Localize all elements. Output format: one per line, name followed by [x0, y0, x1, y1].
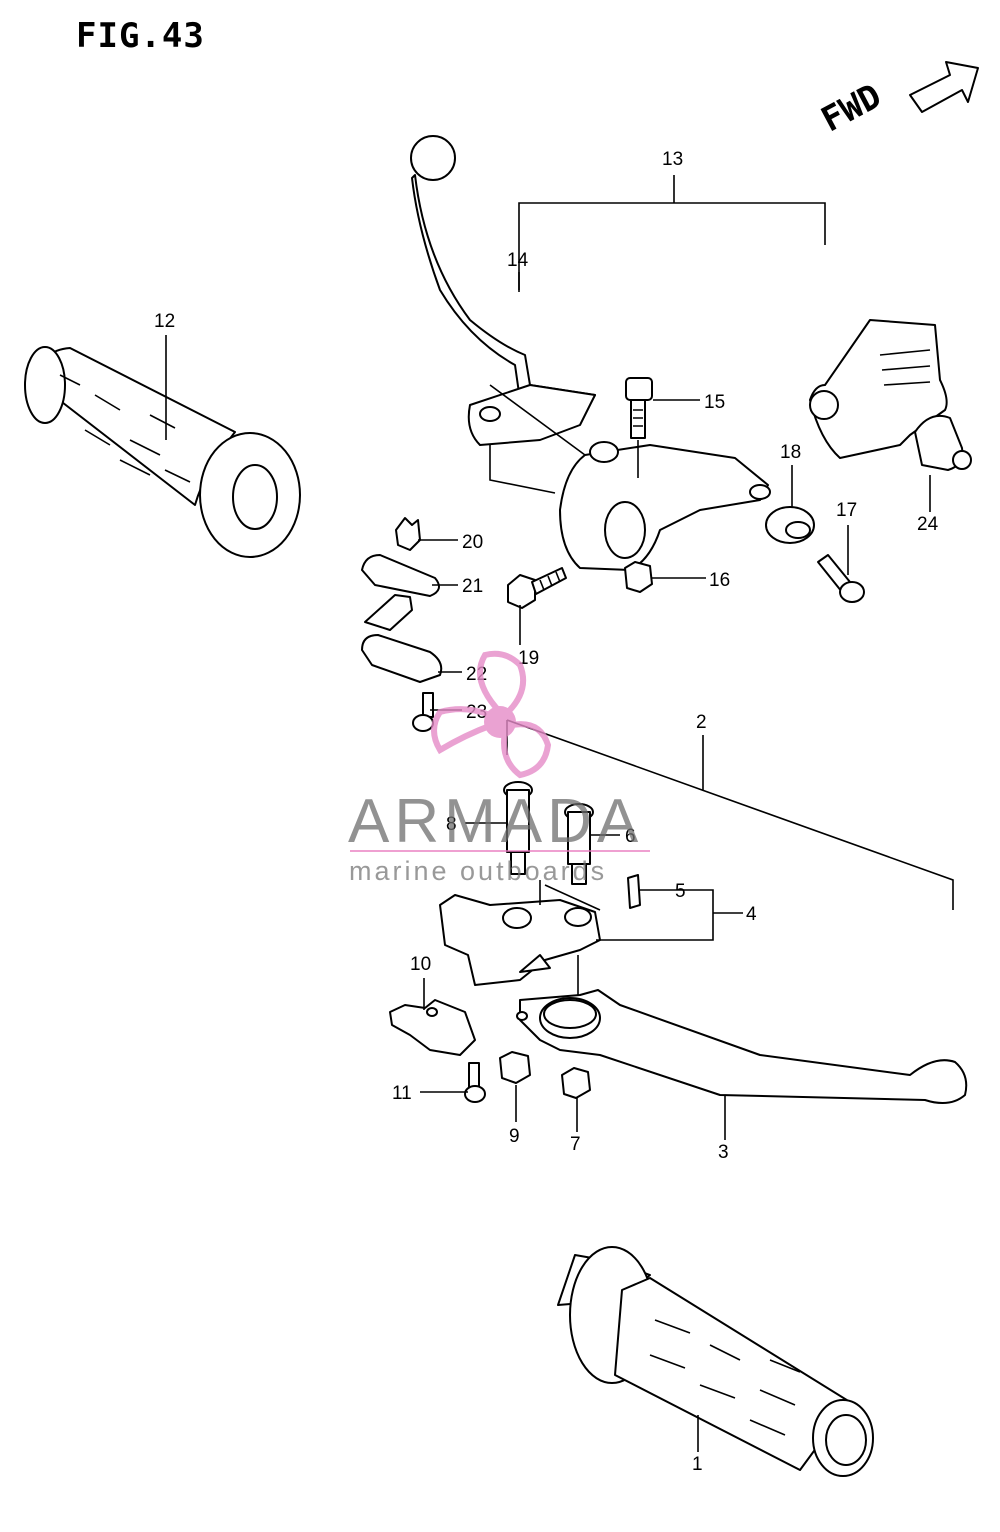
callout-24: 24: [917, 514, 939, 535]
callout-12: 12: [154, 311, 175, 332]
part-15-pivot-bolt: [625, 377, 653, 478]
callout-5: 5: [675, 881, 686, 902]
callout-16: 16: [709, 570, 730, 591]
part-16-nut: [624, 561, 653, 593]
part-14-clutch-lever: [410, 135, 596, 446]
callout-13-bracket: [518, 175, 826, 290]
part-7-nut: [561, 1067, 591, 1099]
part-18-locknut: [765, 506, 815, 544]
watermark-propeller-icon: [431, 650, 552, 779]
callout-20: 20: [462, 532, 483, 553]
callout-13: 13: [662, 149, 683, 170]
part-23-screw: [412, 692, 434, 732]
part-5-screw: [627, 874, 641, 909]
callout-2: 2: [696, 712, 707, 733]
watermark-divider: [350, 850, 650, 852]
watermark-brand: ARMADA: [348, 787, 644, 856]
callout-8: 8: [446, 814, 457, 835]
callout-10: 10: [410, 954, 431, 975]
part-17-adjuster: [817, 554, 865, 603]
part-11-screw: [464, 1062, 486, 1103]
part-20-clip: [395, 517, 421, 551]
callout-14: 14: [507, 250, 529, 271]
callout-21: 21: [462, 576, 483, 597]
figure-title: FIG.43: [76, 16, 205, 56]
part-4-front-holder: [439, 880, 601, 986]
callout-17: 17: [836, 500, 857, 521]
callout-4: 4: [746, 904, 757, 925]
part-10-brake-switch: [389, 999, 476, 1056]
callout-9: 9: [509, 1126, 520, 1147]
part-22-block: [361, 634, 443, 683]
part-24-cable-cover: [809, 319, 972, 471]
part-8-pivot-bolt: [503, 781, 533, 875]
watermark-tagline: marine outboards: [349, 856, 608, 886]
callout-7: 7: [570, 1134, 581, 1155]
callout-19: 19: [518, 648, 539, 669]
part-12-left-grip: [24, 346, 301, 558]
part-6-bolt: [564, 803, 594, 885]
forward-arrow-icon: [909, 61, 979, 113]
callout-15: 15: [704, 392, 725, 413]
part-1-throttle-grip: [557, 1246, 874, 1477]
callout-1: 1: [692, 1454, 703, 1475]
part-3-brake-lever: [516, 989, 968, 1105]
part-19-bolt: [507, 567, 567, 609]
part-9-nut: [499, 1051, 531, 1084]
callout-11: 11: [392, 1083, 412, 1104]
part-21-plate: [361, 554, 440, 631]
callout-18: 18: [780, 442, 801, 463]
lever-holder-body: [489, 384, 771, 571]
callout-3: 3: [718, 1142, 729, 1163]
callout-6: 6: [625, 826, 636, 847]
